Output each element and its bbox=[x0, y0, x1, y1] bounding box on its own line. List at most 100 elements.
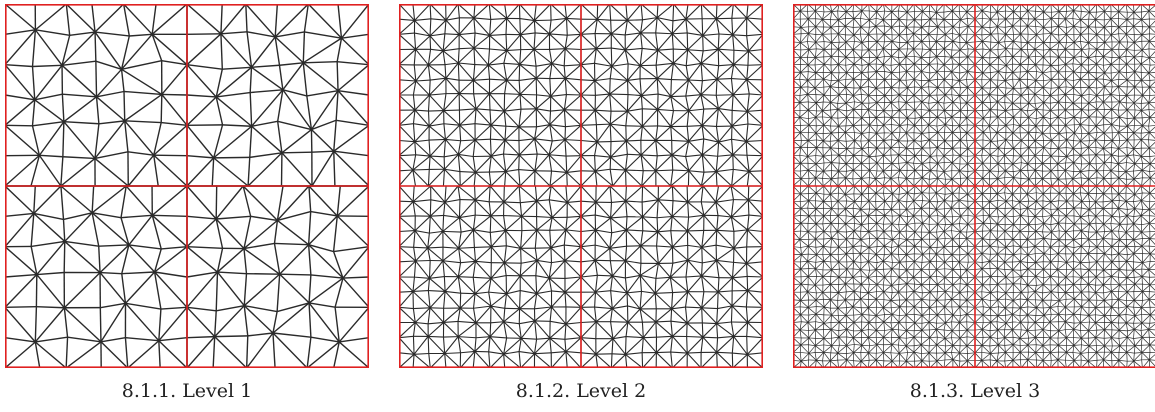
mesh-edge bbox=[730, 305, 733, 323]
mesh-edge bbox=[838, 33, 840, 43]
mesh-edge bbox=[733, 261, 747, 264]
mesh-edge bbox=[399, 246, 414, 248]
mesh-edge bbox=[473, 229, 492, 248]
mesh-edge bbox=[898, 162, 908, 164]
mesh-edge bbox=[655, 65, 658, 79]
mesh-edge bbox=[807, 94, 817, 104]
mesh-edge bbox=[1148, 72, 1151, 81]
mesh-edge bbox=[875, 148, 878, 157]
mesh-edge bbox=[443, 139, 447, 157]
mesh-edge bbox=[642, 17, 658, 21]
mesh-edge bbox=[475, 260, 492, 279]
mesh-edge bbox=[1073, 25, 1082, 28]
mesh-edge bbox=[549, 171, 568, 187]
mesh-edge bbox=[958, 27, 961, 36]
mesh-edge bbox=[427, 49, 432, 66]
mesh-edge bbox=[564, 246, 582, 262]
mesh-edge bbox=[414, 32, 431, 37]
mesh-edge bbox=[100, 341, 129, 368]
mesh-edge bbox=[99, 244, 130, 274]
mesh-edge bbox=[891, 71, 900, 74]
mesh-edge bbox=[161, 93, 188, 126]
mesh-edge bbox=[427, 111, 430, 127]
mesh-edge bbox=[892, 109, 900, 112]
mesh-edge bbox=[430, 185, 446, 203]
mesh-edge bbox=[921, 71, 930, 81]
mesh-edge bbox=[716, 352, 718, 368]
mesh-edge bbox=[890, 147, 900, 156]
mesh-edge bbox=[1133, 25, 1143, 35]
mesh-edge bbox=[936, 56, 945, 65]
mesh-edge bbox=[928, 33, 937, 42]
mesh-edge bbox=[36, 305, 65, 309]
mesh-edge bbox=[158, 340, 161, 368]
mesh-edge bbox=[429, 353, 446, 368]
mesh-edge bbox=[458, 229, 474, 249]
mesh-edge bbox=[1125, 56, 1127, 65]
mesh-edge bbox=[564, 337, 582, 340]
mesh-edge bbox=[852, 10, 862, 12]
mesh-edge bbox=[594, 78, 611, 82]
mesh-edge bbox=[549, 18, 567, 35]
mesh-edge bbox=[639, 263, 642, 276]
mesh-edge bbox=[474, 185, 476, 200]
mesh-edge bbox=[473, 4, 476, 18]
mesh-edge bbox=[930, 12, 937, 20]
mesh-edge bbox=[929, 147, 938, 157]
mesh-edge bbox=[656, 245, 673, 248]
mesh-edge bbox=[519, 18, 535, 22]
mesh-edge bbox=[685, 154, 703, 158]
mesh-edge bbox=[490, 215, 507, 231]
mesh-edge bbox=[302, 62, 339, 92]
mesh-edge bbox=[951, 94, 954, 103]
mesh-edge bbox=[595, 321, 614, 340]
mesh-edge bbox=[807, 170, 810, 179]
mesh-edge bbox=[861, 155, 870, 157]
mesh-edge bbox=[473, 34, 490, 49]
mesh-edge bbox=[831, 117, 839, 127]
mesh-edge bbox=[641, 322, 644, 338]
mesh-edge bbox=[276, 185, 284, 221]
mesh-edge bbox=[308, 215, 338, 246]
mesh-edge bbox=[747, 199, 763, 217]
mesh-edge bbox=[657, 93, 671, 98]
mesh-edge bbox=[1119, 41, 1127, 50]
mesh-edge bbox=[914, 147, 923, 157]
mesh-edge bbox=[475, 171, 492, 187]
mesh-edge bbox=[489, 139, 492, 157]
mesh-edge bbox=[748, 33, 763, 52]
mesh-edge bbox=[340, 4, 369, 39]
mesh-edge bbox=[63, 272, 101, 309]
mesh-edge bbox=[852, 178, 854, 187]
mesh-edge bbox=[898, 18, 907, 21]
mesh-edge bbox=[876, 63, 884, 65]
mesh-edge bbox=[641, 170, 644, 187]
mesh-edge bbox=[625, 352, 643, 355]
mesh-edge bbox=[535, 77, 552, 97]
mesh-edge bbox=[845, 171, 847, 178]
mesh-edge bbox=[306, 95, 313, 130]
mesh-edge bbox=[38, 154, 62, 187]
mesh-edge bbox=[503, 337, 522, 355]
mesh-edge bbox=[746, 93, 750, 112]
mesh-edge bbox=[521, 229, 537, 232]
mesh-edge bbox=[823, 170, 832, 180]
mesh-edge bbox=[883, 147, 885, 156]
mesh-edge bbox=[861, 156, 870, 164]
mesh-edge bbox=[1096, 78, 1105, 87]
mesh-edge bbox=[921, 18, 931, 28]
mesh-edge bbox=[1088, 34, 1097, 43]
mesh-edge bbox=[490, 230, 507, 248]
mesh-edge bbox=[814, 64, 817, 73]
mesh-edge bbox=[427, 247, 444, 262]
mesh-edge bbox=[861, 71, 869, 74]
mesh-edge bbox=[960, 102, 967, 111]
mesh-edge bbox=[823, 155, 832, 163]
mesh-edge bbox=[688, 110, 703, 126]
mesh-edge bbox=[959, 87, 961, 96]
mesh-edge bbox=[687, 125, 703, 127]
mesh-edge bbox=[745, 141, 748, 156]
mesh-edge bbox=[967, 87, 976, 96]
mesh-edge bbox=[746, 139, 763, 143]
mesh-edge bbox=[808, 118, 810, 126]
